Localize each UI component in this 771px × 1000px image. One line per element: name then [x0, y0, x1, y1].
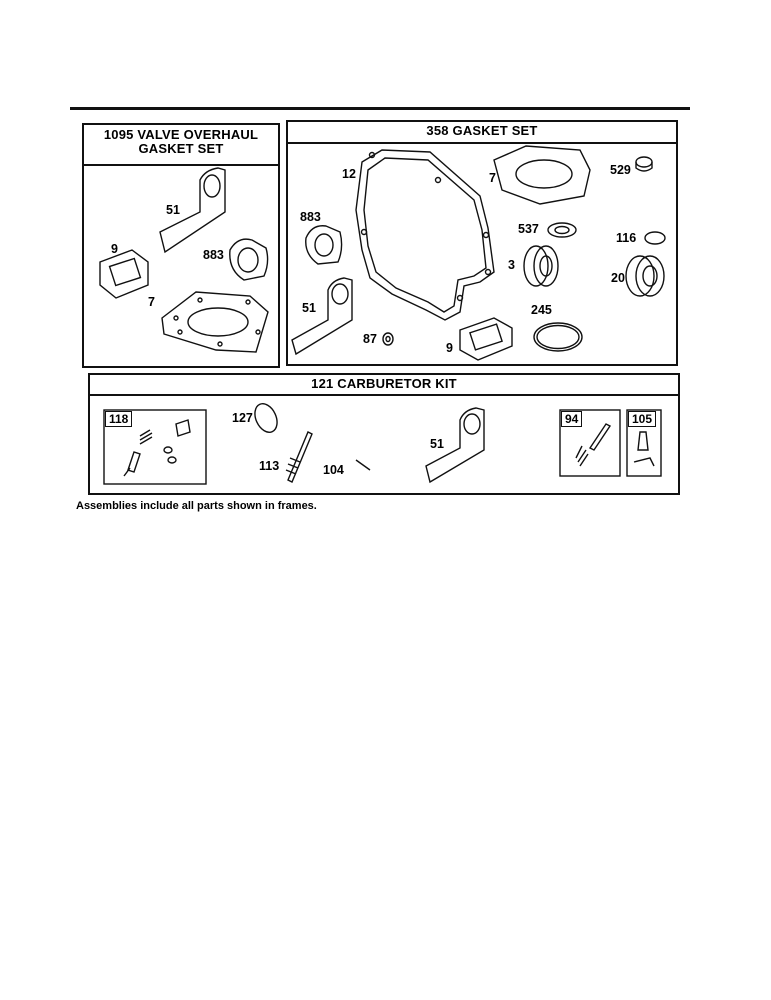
idle-screw-94 [575, 423, 612, 467]
breather-gasket-9b [459, 317, 513, 361]
carburetor-kit-frame: 121 CARBURETOR KIT [88, 373, 680, 495]
o-ring-127 [254, 403, 278, 433]
washer-87 [382, 332, 394, 346]
oil-seal-3 [523, 245, 559, 287]
valve-overhaul-title-line2: GASKET SET [138, 141, 224, 156]
valve-cover-gasket-51 [159, 167, 226, 254]
label-116: 116 [616, 231, 637, 245]
label-9b: 9 [446, 341, 453, 355]
gasket-set-title: 358 GASKET SET [288, 122, 676, 144]
label-87: 87 [363, 332, 377, 346]
label-537: 537 [518, 222, 539, 236]
o-ring-245 [533, 322, 583, 352]
label-245: 245 [531, 303, 552, 317]
breather-gasket-9 [99, 249, 149, 299]
kit-105-frame [626, 409, 662, 477]
label-9: 9 [111, 242, 118, 256]
oil-seal-20 [625, 255, 665, 297]
label-883: 883 [203, 248, 224, 262]
label-7: 7 [148, 295, 155, 309]
oil-fill-plug-529 [635, 156, 653, 172]
cylinder-head-gasket-7 [161, 291, 269, 353]
float-needle-113 [285, 431, 313, 483]
label-51: 51 [166, 203, 180, 217]
label-7b: 7 [489, 171, 496, 185]
crankcase-gasket-12 [355, 149, 495, 321]
seal-537 [547, 222, 577, 238]
label-20: 20 [611, 271, 625, 285]
mixture-screw-118 [123, 419, 191, 477]
valve-overhaul-title-line1: 1095 VALVE OVERHAUL [103, 127, 259, 142]
label-104: 104 [323, 463, 344, 477]
exhaust-gasket-883b [305, 225, 343, 265]
label-529: 529 [610, 163, 631, 177]
kit-94-frame [559, 409, 621, 477]
label-94: 94 [561, 411, 583, 427]
cylinder-head-gasket-7b [493, 145, 591, 205]
pin-104 [355, 459, 371, 471]
label-51b: 51 [302, 301, 316, 315]
top-rule [70, 107, 690, 110]
label-118: 118 [105, 411, 133, 427]
carburetor-kit-title: 121 CARBURETOR KIT [90, 375, 678, 396]
label-113: 113 [259, 459, 280, 473]
o-ring-116 [644, 231, 666, 245]
valve-cover-gasket-51c [425, 407, 485, 484]
inlet-needle-105 [633, 431, 655, 467]
label-105: 105 [628, 411, 657, 427]
kit-118-frame [103, 409, 207, 485]
label-883b: 883 [300, 210, 321, 224]
label-12: 12 [342, 167, 356, 181]
label-51c: 51 [430, 437, 444, 451]
gasket-set-frame: 358 GASKET SET [286, 120, 678, 366]
valve-overhaul-frame: 1095 VALVE OVERHAUL GASKET SET [82, 123, 280, 368]
assemblies-footnote: Assemblies include all parts shown in fr… [76, 500, 317, 512]
valve-overhaul-title: 1095 VALVE OVERHAUL GASKET SET [84, 125, 278, 166]
label-127: 127 [232, 411, 253, 425]
exhaust-gasket-883 [229, 238, 269, 281]
label-3: 3 [508, 258, 515, 272]
valve-cover-gasket-51b [291, 277, 353, 356]
